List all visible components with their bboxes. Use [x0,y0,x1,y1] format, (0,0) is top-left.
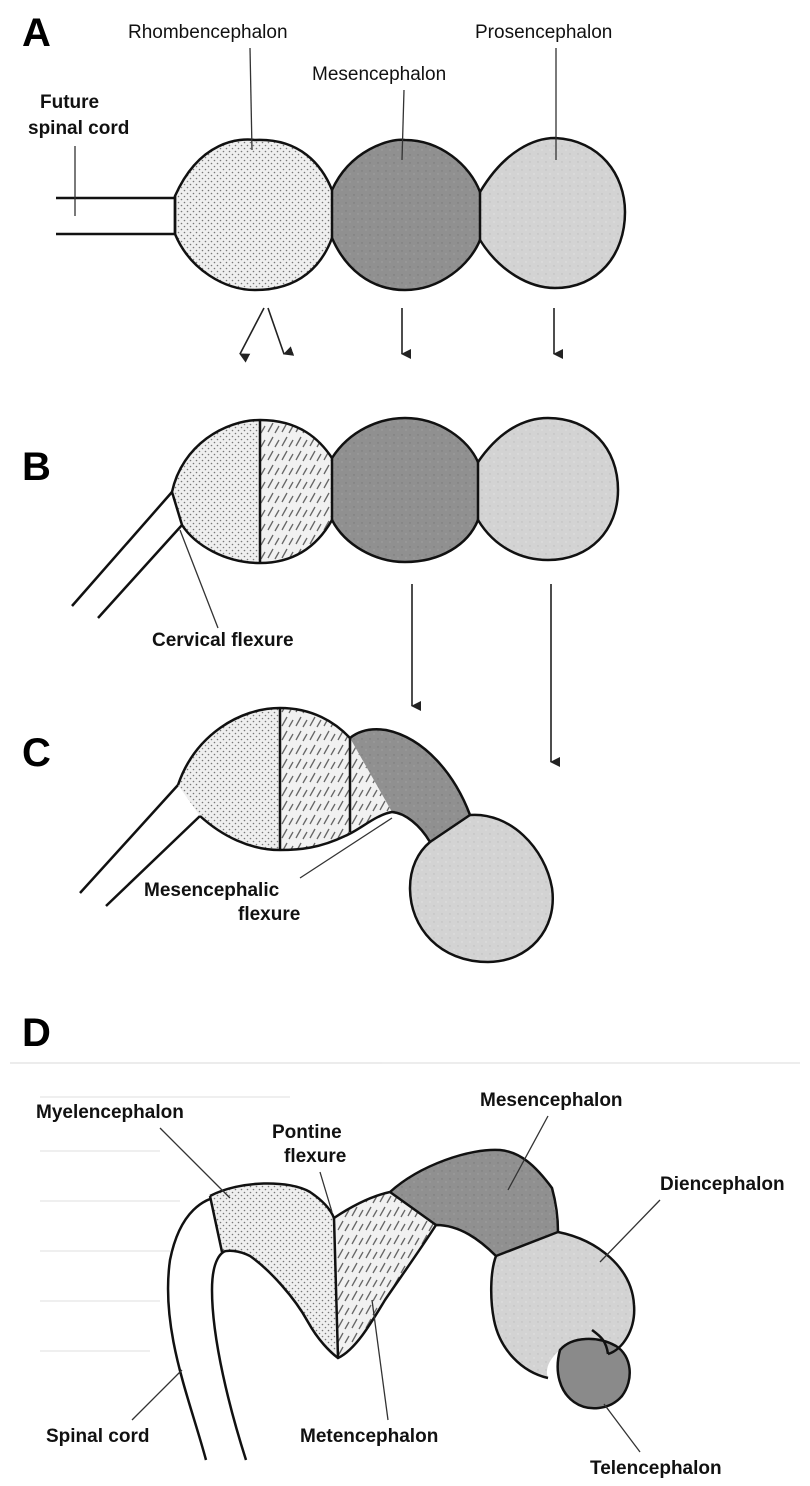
panel-b-vesicles [160,400,628,580]
spinal-cord-leader [132,1370,182,1420]
metencephalon-region-d [334,1192,436,1358]
panel-a-vesicles [160,120,640,310]
prosencephalon-region-b [478,400,628,580]
mesencephalic-flexure-label-line2: flexure [238,904,300,925]
mesencephalon-label-d: Mesencephalon [480,1090,623,1111]
future-spinal-cord-label-line1: Future [40,92,99,113]
diencephalon-leader [600,1200,660,1262]
pontine-flexure-label-line1: Pontine [272,1122,342,1143]
prosencephalon-label: Prosencephalon [475,22,612,43]
metencephalon-label: Metencephalon [300,1426,438,1447]
rhombencephalon-leader [250,48,252,150]
arrows-b-to-c [412,584,551,762]
cervical-flexure-label: Cervical flexure [152,630,294,651]
myelencephalon-region-b [160,400,260,580]
mesencephalon-label-a: Mesencephalon [312,64,446,85]
future-spinal-cord-label-line2: spinal cord [28,118,129,139]
panel-d: D Myelenceph [10,1011,800,1479]
arrow-rhombencephalon-left [240,308,264,354]
panel-c: C Mesencephalic flexure [22,708,553,962]
panel-a: A Future spinal cord Rhombencephalon Mes… [22,11,640,310]
panel-d-letter: D [22,1011,51,1055]
spinal-cord-d-inner-wall [212,1250,246,1460]
panel-c-letter: C [22,731,51,775]
spinal-cord-label: Spinal cord [46,1426,149,1447]
cord-c-outer-wall [80,785,178,893]
rhombencephalon-label: Rhombencephalon [128,22,288,43]
mesencephalic-flexure-label-line1: Mesencephalic [144,880,280,901]
cord-b-outer-wall [72,492,172,606]
diencephalon-label: Diencephalon [660,1174,785,1195]
pontine-flexure-label-line2: flexure [284,1146,346,1167]
myelencephalon-label: Myelencephalon [36,1102,184,1123]
arrows-a-to-b [240,308,554,354]
prosencephalon-region [480,120,640,310]
myelencephalon-region-d [210,1183,338,1358]
telencephalon-leader [604,1404,640,1452]
rhombencephalon-region [160,120,335,310]
telencephalon-label: Telencephalon [590,1458,722,1479]
panel-b-letter: B [22,445,51,489]
myelencephalon-region-c [178,708,280,850]
myelencephalon-leader [160,1128,230,1198]
arrow-rhombencephalon-right [268,308,284,354]
panel-a-letter: A [22,11,51,55]
metencephalon-leader [372,1300,388,1420]
cord-b-inner-wall [98,525,182,618]
mesencephalon-region [332,120,480,310]
panel-b: B Cervical flexure [22,400,628,651]
mesencephalon-region-b [332,400,478,580]
